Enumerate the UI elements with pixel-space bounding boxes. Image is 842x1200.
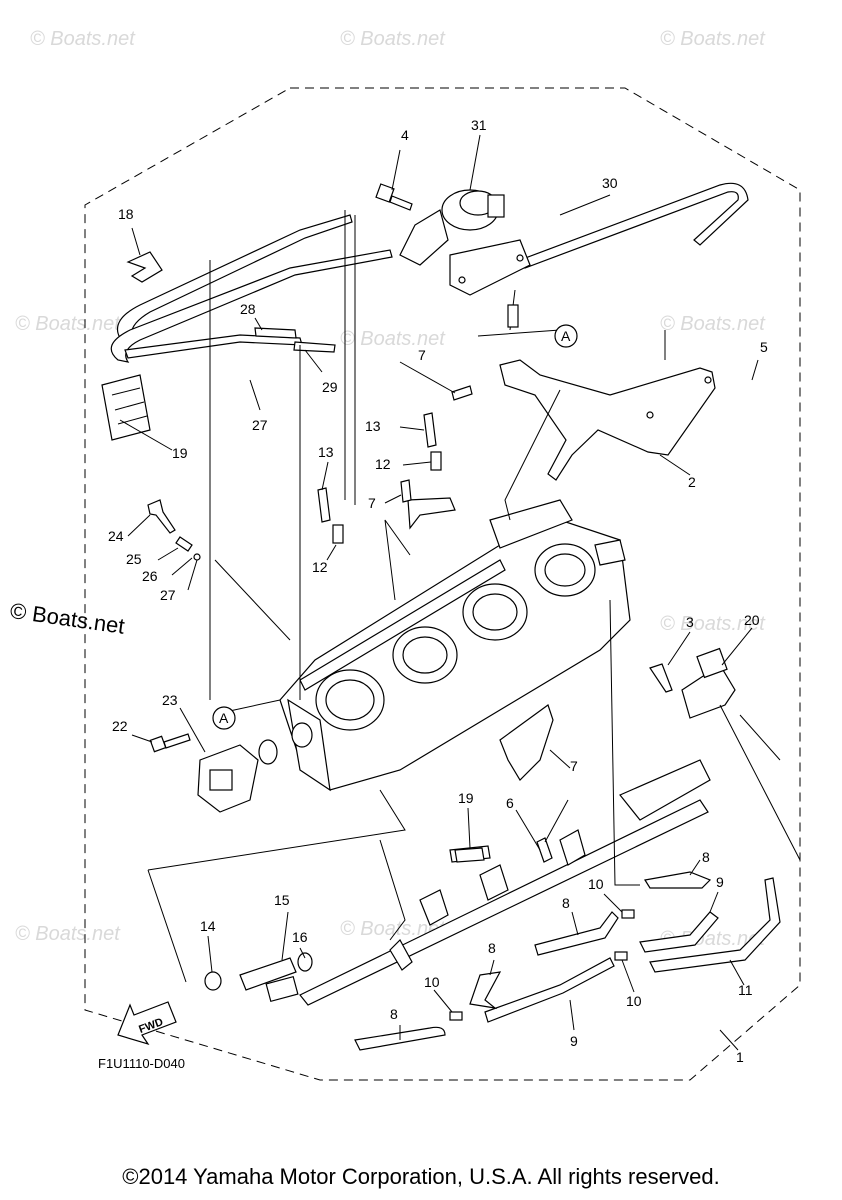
callout: 7 (570, 758, 578, 774)
drawing-code: F1U1110-D040 (98, 1056, 185, 1071)
watermark: © Boats.net (340, 28, 446, 50)
watermark: © Boats.net (340, 328, 446, 350)
adjust-screw (147, 499, 201, 561)
callout: 13 (365, 418, 381, 434)
throttle-body (279, 499, 631, 792)
callout: 1 (736, 1049, 744, 1065)
callout: 8 (390, 1006, 398, 1022)
callout: 28 (240, 301, 256, 317)
bolt-part (375, 183, 413, 211)
watermark: © Boats.net (660, 313, 766, 335)
pressure-regulator (399, 189, 531, 296)
screws-group (317, 385, 473, 544)
callout: 4 (401, 127, 409, 143)
callout: 13 (318, 444, 334, 460)
callout: 5 (760, 339, 768, 355)
fuel-lines (110, 214, 393, 363)
callout: 10 (588, 876, 604, 892)
callout: 11 (738, 982, 753, 998)
callout: 6 (506, 795, 514, 811)
callout: 19 (458, 790, 474, 806)
screw-3 (649, 663, 673, 693)
callout: 7 (418, 347, 426, 363)
callout: 18 (118, 206, 134, 222)
callout: 25 (126, 551, 142, 567)
callout: 16 (292, 929, 308, 945)
callout: 7 (368, 495, 376, 511)
bracket-part (499, 359, 716, 481)
assembly-boundary (84, 87, 801, 1081)
callout: 22 (112, 718, 128, 734)
callout: 30 (602, 175, 618, 191)
callout: 31 (471, 117, 487, 133)
watermark: © Boats.net (660, 613, 766, 635)
callout: 19 (172, 445, 188, 461)
watermark: © Boats.net (30, 28, 136, 50)
callouts: 4 31 30 18 28 29 27 19 5 2 7 13 12 7 13 … (108, 117, 768, 1065)
callout: 12 (312, 559, 328, 575)
callout: 10 (424, 974, 440, 990)
svg-text:A: A (219, 710, 229, 726)
leader-lines (119, 134, 801, 1051)
watermark: © Boats.net (660, 28, 766, 50)
callout: 24 (108, 528, 124, 544)
watermarks: © Boats.net © Boats.net © Boats.net © Bo… (15, 28, 766, 950)
callout: 9 (716, 874, 724, 890)
callout: 8 (562, 895, 570, 911)
callout: 29 (322, 379, 338, 395)
o-ring (258, 739, 278, 765)
copyright-notice: ©2014 Yamaha Motor Corporation, U.S.A. A… (122, 1164, 720, 1189)
ref-marker-top: A (554, 324, 578, 348)
cap-part (204, 971, 222, 991)
hoses (354, 871, 781, 1051)
watermark: © Boats.net (15, 313, 121, 335)
throttle-sensor (197, 744, 259, 813)
map-sensor (681, 647, 736, 719)
callout: 26 (142, 568, 158, 584)
callout: 8 (488, 940, 496, 956)
callout: 3 (686, 614, 694, 630)
holder-part (101, 374, 151, 441)
ref-marker-left: A (212, 706, 236, 730)
small-bracket (499, 704, 554, 863)
callout: 14 (200, 918, 216, 934)
fuel-hose (507, 182, 749, 331)
callout: 20 (744, 612, 760, 628)
watermark: © Boats.net (340, 918, 446, 940)
injector-seal (297, 952, 313, 972)
watermark: © Boats.net (15, 923, 121, 945)
callout: 12 (375, 456, 391, 472)
callout: 23 (162, 692, 178, 708)
callout: 2 (688, 474, 696, 490)
injector (239, 957, 299, 1003)
callout: 9 (570, 1033, 578, 1049)
callout: 10 (626, 993, 642, 1009)
fwd-arrow-icon: FWD (117, 1001, 177, 1046)
clip-part (126, 251, 163, 283)
callout: 27 (160, 587, 176, 603)
callout: 27 (252, 417, 268, 433)
callout: 8 (702, 849, 710, 865)
svg-text:A: A (561, 328, 571, 344)
callout: 15 (274, 892, 290, 908)
fuel-rail (299, 759, 711, 1006)
bolt-19 (454, 847, 485, 863)
screw-part (149, 733, 191, 753)
